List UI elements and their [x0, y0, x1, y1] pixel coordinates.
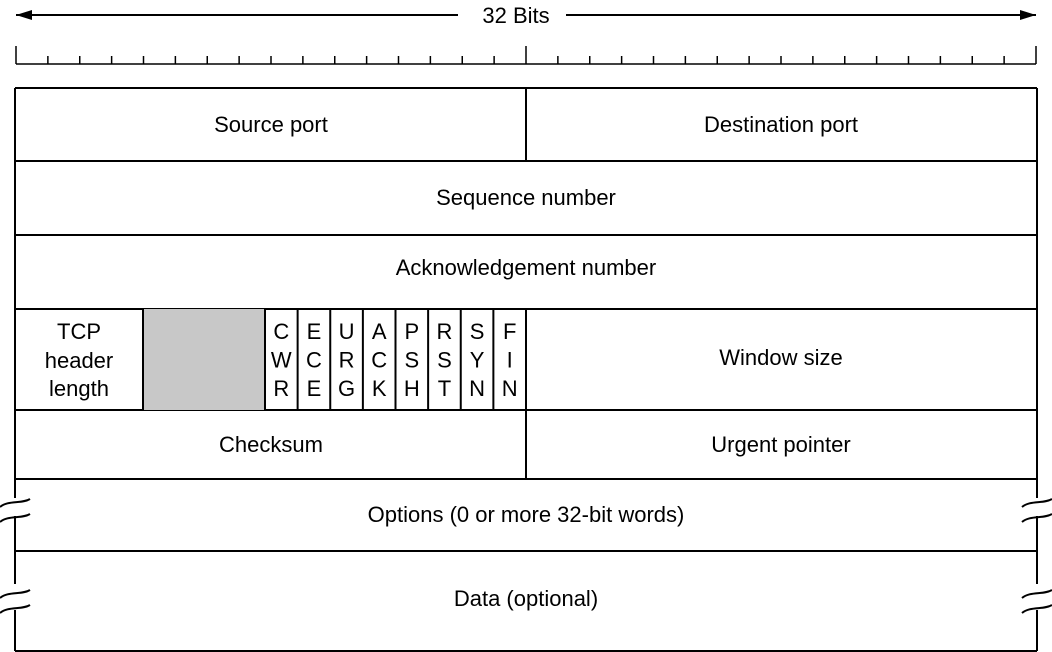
flag-urg: URG	[338, 319, 355, 401]
flag-letter: K	[372, 376, 387, 401]
bit-ruler	[15, 46, 1037, 65]
flag-letter: I	[507, 348, 513, 373]
tcp-header-length-line-2: header	[45, 348, 114, 373]
urgent-pointer-label: Urgent pointer	[711, 432, 850, 457]
flag-letter: T	[438, 376, 451, 401]
break-mark-icon	[0, 498, 31, 523]
width-label: 32 Bits	[482, 3, 549, 28]
break-mark-icon	[0, 589, 31, 614]
checksum-label: Checksum	[219, 432, 323, 457]
flag-ece: ECE	[306, 319, 322, 401]
flag-letter: Y	[470, 348, 485, 373]
flag-letter: N	[469, 376, 485, 401]
flag-letter: S	[437, 348, 452, 373]
data-label: Data (optional)	[454, 586, 598, 611]
destination-port-label: Destination port	[704, 112, 858, 137]
flag-letter: E	[307, 319, 322, 344]
flag-letter: R	[339, 348, 355, 373]
flag-letter: R	[436, 319, 452, 344]
flag-letter: U	[339, 319, 355, 344]
flag-rst: RST	[436, 319, 452, 401]
flag-letter: S	[404, 348, 419, 373]
flag-syn: SYN	[469, 319, 485, 401]
flag-letter: F	[503, 319, 516, 344]
tcp-header-length-line-1: TCP	[57, 319, 101, 344]
width-arrow: 32 Bits	[16, 3, 1036, 28]
flag-letter: S	[470, 319, 485, 344]
options-label: Options (0 or more 32-bit words)	[368, 502, 685, 527]
reserved-field	[143, 309, 265, 410]
acknowledgement-number-label: Acknowledgement number	[396, 255, 656, 280]
flag-letter: C	[273, 319, 289, 344]
flag-fin: FIN	[502, 319, 518, 401]
break-mark-icon	[1021, 498, 1052, 523]
flag-letter: E	[307, 376, 322, 401]
flag-letter: C	[371, 348, 387, 373]
window-size-label: Window size	[719, 345, 842, 370]
arrowhead-left-icon	[16, 10, 32, 20]
row-flags: TCP header length CWRECEURGACKPSHRSTSYNF…	[45, 309, 843, 410]
source-port-label: Source port	[214, 112, 328, 137]
flag-letter: C	[306, 348, 322, 373]
flag-letter: H	[404, 376, 420, 401]
flag-letter: P	[404, 319, 419, 344]
flag-letter: W	[271, 348, 292, 373]
sequence-number-label: Sequence number	[436, 185, 616, 210]
flag-letter: N	[502, 376, 518, 401]
flag-letter: R	[273, 376, 289, 401]
flag-cwr: CWR	[271, 319, 292, 401]
flag-letter: A	[372, 319, 387, 344]
flag-psh: PSH	[404, 319, 420, 401]
tcp-header-length-line-3: length	[49, 376, 109, 401]
break-mark-icon	[1021, 589, 1052, 614]
flag-letter: G	[338, 376, 355, 401]
arrowhead-right-icon	[1020, 10, 1036, 20]
flag-ack: ACK	[371, 319, 387, 401]
